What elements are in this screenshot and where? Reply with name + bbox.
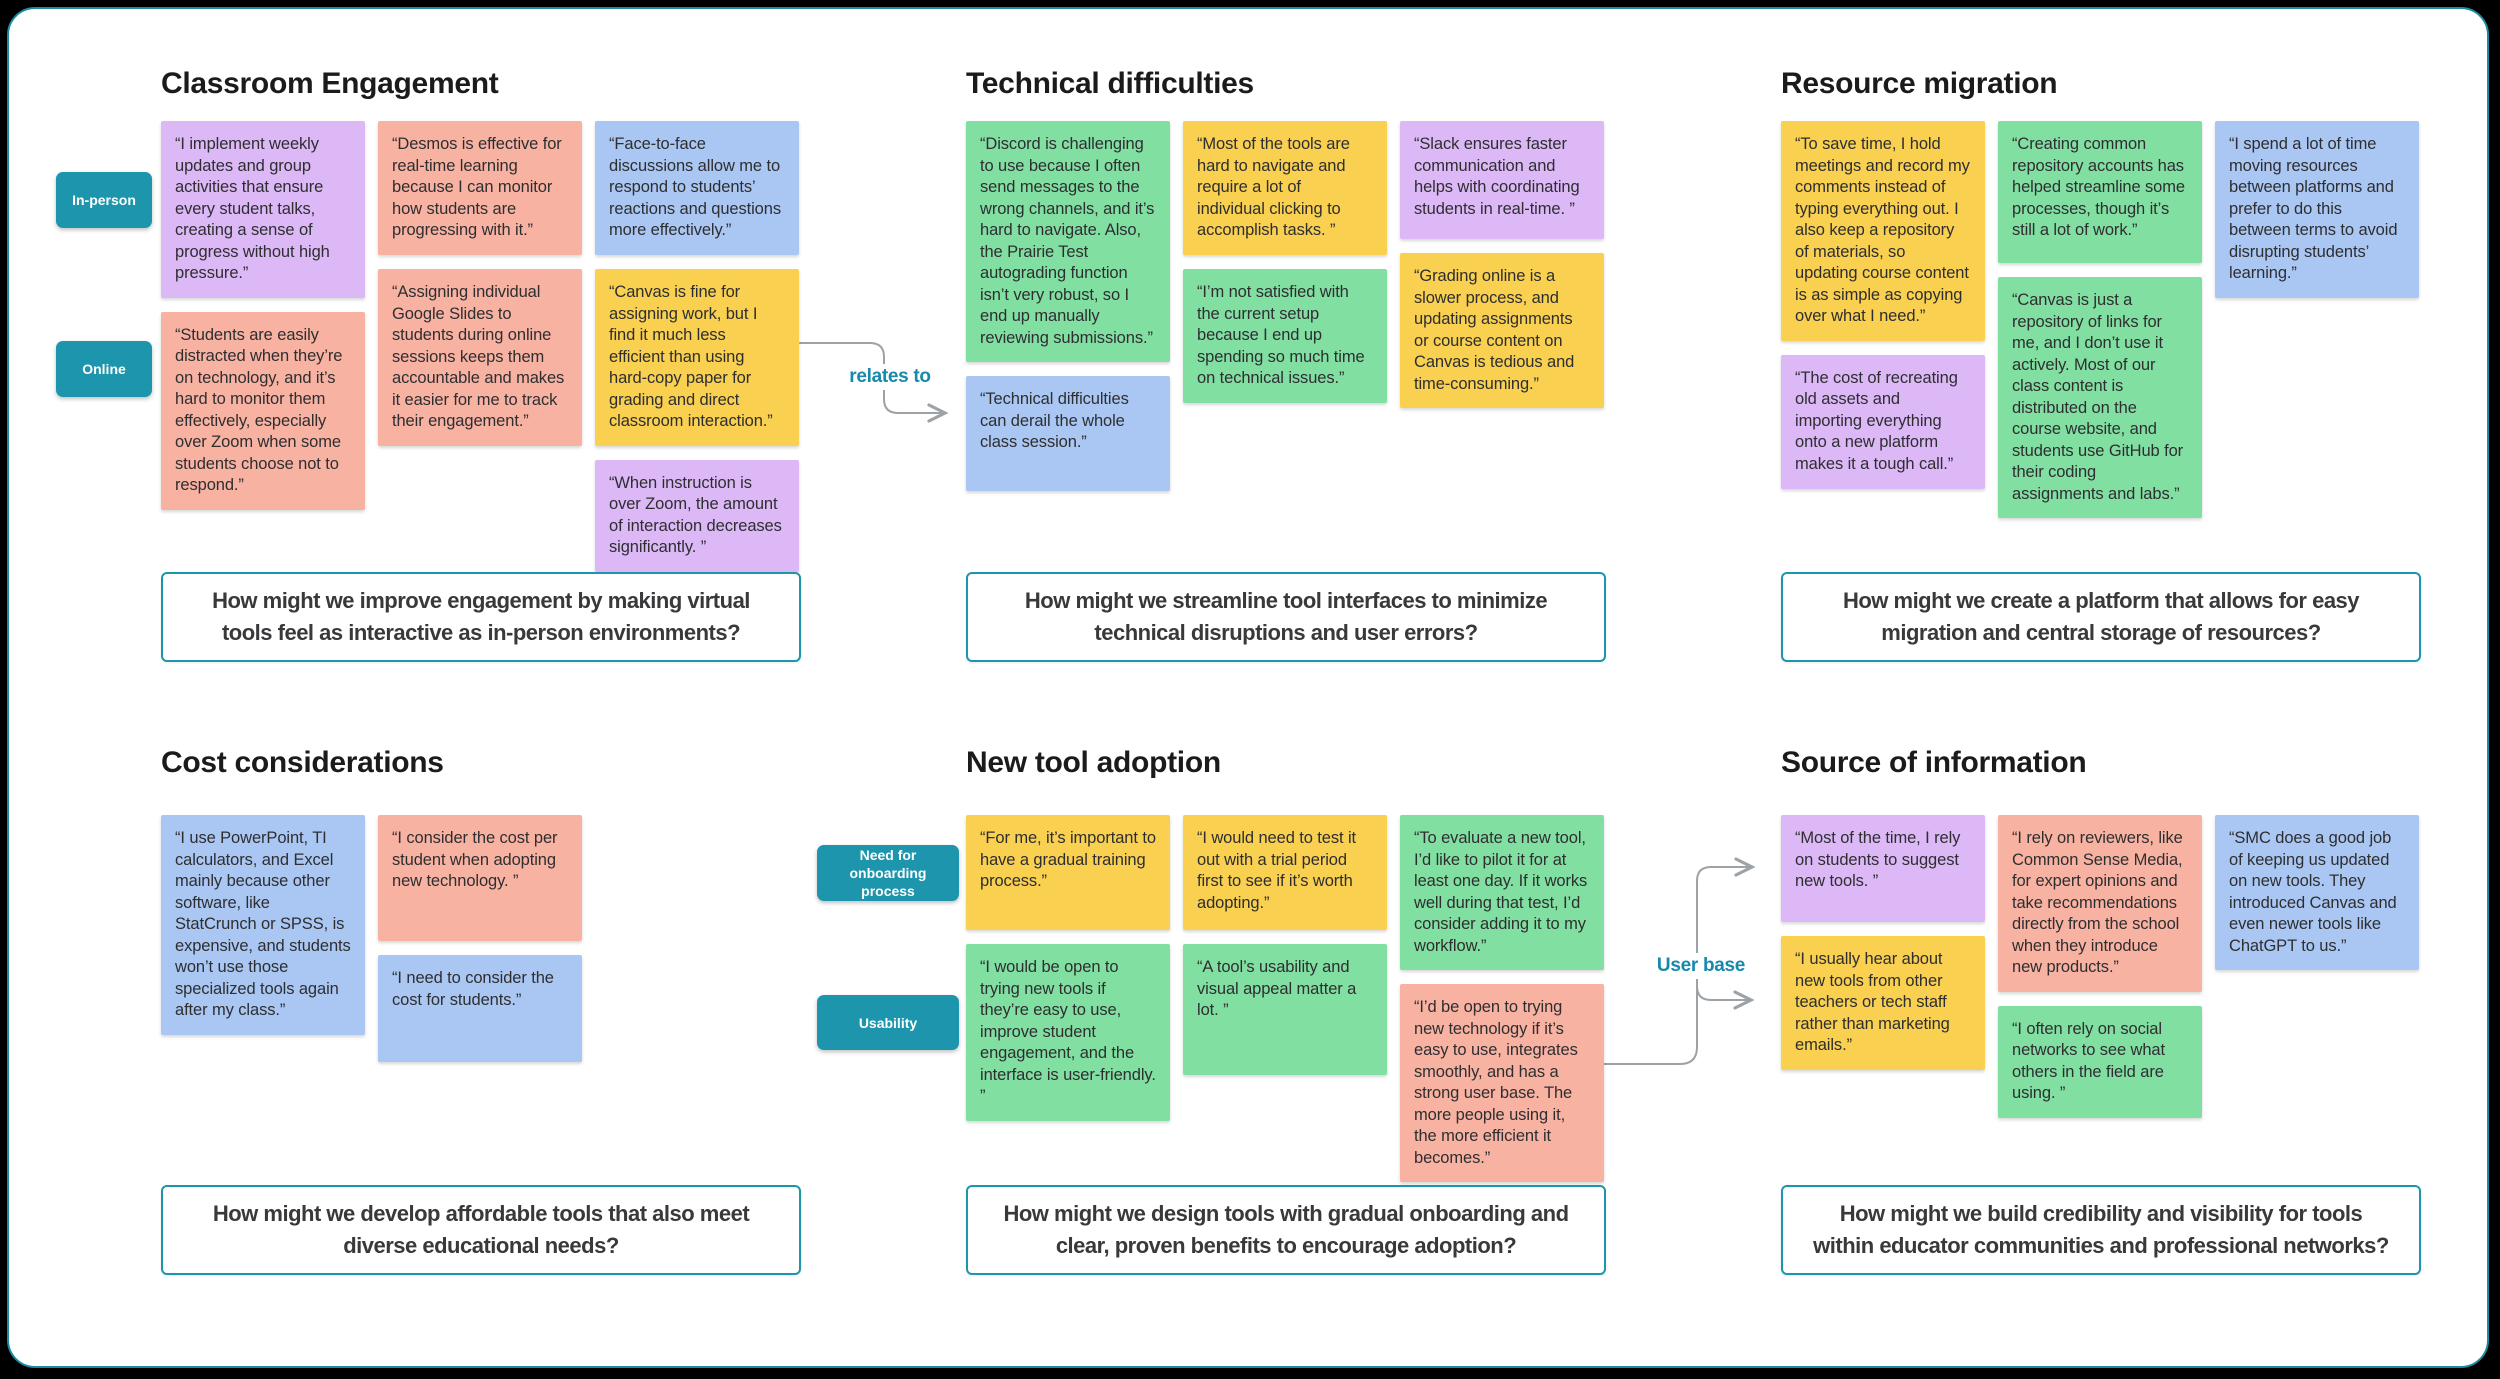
note-column: “Desmos is effective for real-time learn… [378,121,582,446]
sticky-note-grid: “For me, it’s important to have a gradua… [966,815,1609,1182]
sticky-note[interactable]: “Technical difficulties can derail the w… [966,376,1170,491]
sticky-note[interactable]: “I use PowerPoint, TI calculators, and E… [161,815,365,1035]
hmw-text: How might we develop affordable tools th… [212,1201,750,1258]
hmw-statement[interactable]: How might we develop affordable tools th… [161,1185,801,1275]
connector-label-relates-to[interactable]: relates to [836,364,944,390]
sticky-note[interactable]: “The cost of recreating old assets and i… [1781,354,1985,489]
sticky-note-grid: “To save time, I hold meetings and recor… [1781,121,2424,518]
sticky-note[interactable]: “Discord is challenging to use because I… [966,121,1170,362]
sticky-note[interactable]: “Students are easily distracted when the… [161,311,365,510]
hmw-statement[interactable]: How might we build credibility and visib… [1781,1185,2421,1275]
section-title: Technical difficulties [966,67,1254,100]
section-source-of-information: Source of information “Most of the time,… [1781,745,2424,1275]
section-resource-migration: Resource migration “To save time, I hold… [1781,66,2424,662]
note-column: “Discord is challenging to use because I… [966,121,1170,491]
section-title: Classroom Engagement [161,67,499,100]
sticky-note[interactable]: “A tool’s usability and visual appeal ma… [1183,944,1387,1075]
note-column: “To save time, I hold meetings and recor… [1781,121,1985,489]
sticky-note[interactable]: “I consider the cost per student when ad… [378,815,582,941]
sticky-note[interactable]: “Assigning individual Google Slides to s… [378,269,582,446]
sticky-note[interactable]: “I usually hear about new tools from oth… [1781,936,1985,1070]
hmw-text: How might we build credibility and visib… [1813,1201,2389,1258]
sticky-note[interactable]: “Canvas is fine for assigning work, but … [595,269,799,446]
section-title: Source of information [1781,746,2087,779]
hmw-text: How might we create a platform that allo… [1842,588,2360,645]
section-cost-considerations: Cost considerations “I use PowerPoint, T… [161,745,804,1275]
sticky-note[interactable]: “For me, it’s important to have a gradua… [966,815,1170,930]
sticky-note[interactable]: “I need to consider the cost for student… [378,955,582,1062]
sticky-note[interactable]: “Slack ensures faster communication and … [1400,121,1604,239]
sticky-note[interactable]: “I would need to test it out with a tria… [1183,815,1387,930]
note-column: “I rely on reviewers, like Common Sense … [1998,815,2202,1118]
note-column: “SMC does a good job of keeping us updat… [2215,815,2419,970]
section-title: New tool adoption [966,746,1221,779]
sticky-note-grid: “Discord is challenging to use because I… [966,121,1609,491]
note-column: “Creating common repository accounts has… [1998,121,2202,518]
note-column: “I spend a lot of time moving resources … [2215,121,2419,298]
sticky-note[interactable]: “To evaluate a new tool, I’d like to pil… [1400,815,1604,970]
sticky-note-grid: “Most of the time, I rely on students to… [1781,815,2424,1118]
sticky-note[interactable]: “SMC does a good job of keeping us updat… [2215,815,2419,970]
sticky-note[interactable]: “Most of the tools are hard to navigate … [1183,121,1387,255]
section-title: Cost considerations [161,746,444,779]
connector-label-user-base[interactable]: User base [1642,953,1760,979]
sticky-note-grid: “I use PowerPoint, TI calculators, and E… [161,815,804,1062]
note-column: “I consider the cost per student when ad… [378,815,582,1062]
sticky-note[interactable]: “Grading online is a slower process, and… [1400,253,1604,408]
sticky-note[interactable]: “Creating common repository accounts has… [1998,121,2202,263]
sticky-note[interactable]: “I often rely on social networks to see … [1998,1005,2202,1118]
sticky-note[interactable]: “I’d be open to trying new technology if… [1400,984,1604,1182]
note-column: “I would need to test it out with a tria… [1183,815,1387,1075]
sticky-note[interactable]: “I rely on reviewers, like Common Sense … [1998,815,2202,992]
note-column: “Most of the tools are hard to navigate … [1183,121,1387,403]
hmw-statement[interactable]: How might we create a platform that allo… [1781,572,2421,662]
note-column: “Slack ensures faster communication and … [1400,121,1604,408]
connector-user-base-branch [1696,985,1755,1010]
section-title: Resource migration [1781,67,2058,100]
section-classroom-engagement: Classroom Engagement “I implement weekly… [161,66,804,662]
tag-in-person[interactable]: In-person [56,172,152,228]
sticky-note[interactable]: “Most of the time, I rely on students to… [1781,815,1985,922]
note-column: “To evaluate a new tool, I’d like to pil… [1400,815,1604,1182]
tag-usability[interactable]: Usability [817,995,959,1050]
hmw-statement[interactable]: How might we streamline tool interfaces … [966,572,1606,662]
hmw-text: How might we streamline tool interfaces … [1024,588,1548,645]
note-column: “Most of the time, I rely on students to… [1781,815,1985,1070]
sticky-note[interactable]: “I’m not satisfied with the current setu… [1183,269,1387,403]
hmw-text: How might we design tools with gradual o… [1003,1201,1569,1258]
hmw-text: How might we improve engagement by makin… [212,588,750,645]
sticky-note[interactable]: “Desmos is effective for real-time learn… [378,121,582,255]
tag-online[interactable]: Online [56,341,152,397]
sticky-note[interactable]: “When instruction is over Zoom, the amou… [595,459,799,572]
note-column: “I use PowerPoint, TI calculators, and E… [161,815,365,1035]
sticky-note-grid: “I implement weekly updates and group ac… [161,121,804,572]
note-column: “Face-to-face discussions allow me to re… [595,121,799,572]
tag-need-for-onboarding-process[interactable]: Need for onboarding process [817,845,959,901]
section-technical-difficulties: Technical difficulties “Discord is chall… [966,66,1609,662]
sticky-note[interactable]: “To save time, I hold meetings and recor… [1781,121,1985,341]
hmw-statement[interactable]: How might we design tools with gradual o… [966,1185,1606,1275]
sticky-note[interactable]: “Face-to-face discussions allow me to re… [595,121,799,255]
note-column: “For me, it’s important to have a gradua… [966,815,1170,1121]
hmw-statement[interactable]: How might we improve engagement by makin… [161,572,801,662]
sticky-note[interactable]: “I would be open to trying new tools if … [966,944,1170,1121]
note-column: “I implement weekly updates and group ac… [161,121,365,510]
sticky-note[interactable]: “Canvas is just a repository of links fo… [1998,277,2202,518]
sticky-note[interactable]: “I implement weekly updates and group ac… [161,121,365,298]
section-new-tool-adoption: New tool adoption “For me, it’s importan… [966,745,1609,1275]
sticky-note[interactable]: “I spend a lot of time moving resources … [2215,121,2419,298]
